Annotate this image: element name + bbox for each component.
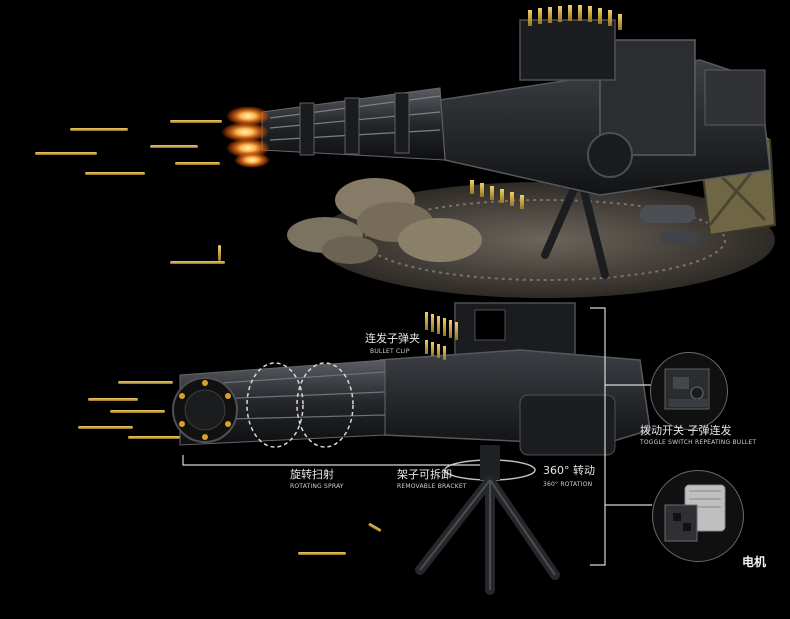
bottom-model: [78, 302, 652, 595]
toggle-switch-label: 拨动开关 子弹连发: [640, 424, 732, 437]
guide-lines: [182, 307, 652, 566]
rotation-label-en: 360° ROTATION: [543, 481, 593, 488]
bullet-clip: [425, 312, 458, 360]
rotation-label: 360° 转动: [543, 464, 595, 477]
bullet-clip-label: 连发子弹夹: [365, 332, 420, 345]
top-gun-body: [439, 19, 771, 196]
removable-bracket-label-en: REMOVABLE BRACKET: [397, 483, 467, 490]
muzzle-fire: [221, 106, 270, 168]
toggle-switch-label-en: TOGGLE SWITCH REPEATING BULLET: [640, 439, 757, 446]
rotating-spray-label-en: ROTATING SPRAY: [290, 483, 344, 490]
top-model: [35, 5, 777, 298]
bullet-clip-label-en: BULLET CLIP: [370, 348, 410, 355]
motor-label: 电机: [742, 555, 767, 569]
bottom-barrel-cluster: [172, 359, 386, 446]
sandbags: [287, 178, 482, 264]
top-flying-bullets: [35, 120, 225, 264]
rotating-spray-label: 旋转扫射: [290, 468, 334, 481]
motor-inset: [652, 470, 744, 562]
tripod: [415, 445, 560, 595]
toggle-switch-inset: [650, 352, 728, 430]
rotation-rings: [246, 362, 354, 448]
top-barrel-cluster: [261, 87, 446, 161]
removable-bracket-label: 架子可拆卸: [397, 468, 452, 481]
bottom-flying-bullets: [78, 381, 382, 555]
top-ammo-belt: [470, 5, 622, 209]
